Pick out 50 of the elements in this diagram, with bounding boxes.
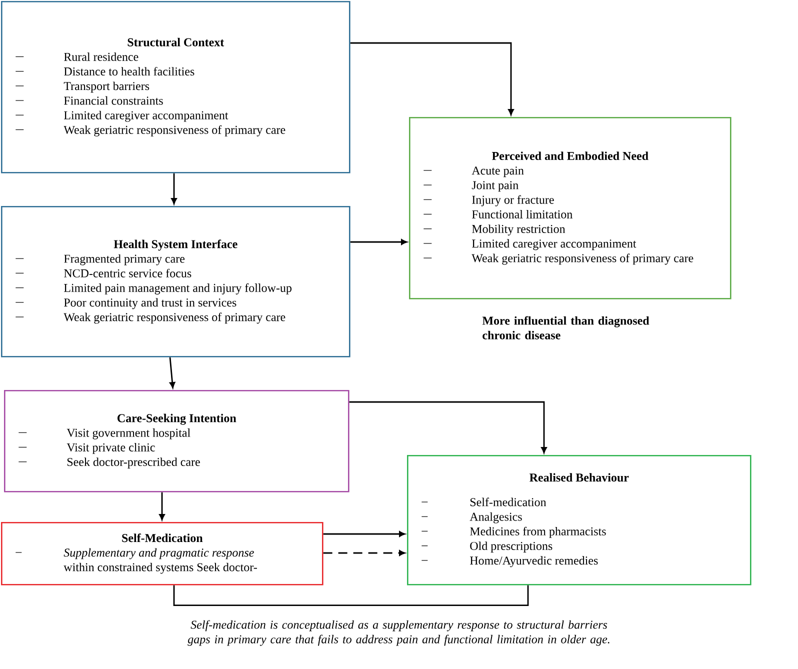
box-heading: Care-Seeking Intention	[118, 414, 236, 425]
arrow	[323, 531, 406, 537]
list-item: Visit government hospital	[66, 428, 190, 440]
list-item: Medicines from pharmacists	[470, 526, 606, 538]
list-item: Limited caregiver accompaniment	[64, 110, 228, 122]
list-item: Distance to health facilities	[64, 66, 194, 76]
arrow	[349, 401, 547, 454]
arrow	[171, 173, 177, 204]
list-item: Injury or fracture	[472, 195, 554, 206]
list-item: Rural residence	[64, 52, 138, 61]
concept-box	[4, 390, 350, 492]
figure-caption: Self-medication is conceptualised as a supplementary response to structural barriers gaps in primary care that fails to address pain and functional limitation in older age.	[188, 620, 610, 646]
box-heading: Health System Interface	[114, 240, 238, 251]
arrow	[169, 357, 176, 388]
box-heading: Realised Behaviour	[530, 473, 629, 482]
list-item: Joint pain	[472, 181, 518, 192]
list-item: Fragmented primary care	[64, 254, 185, 266]
connector-line	[173, 585, 529, 606]
list-item: Analgesics	[470, 512, 522, 524]
box-heading: Structural Context	[128, 38, 224, 46]
list-item: Poor continuity and trust in services	[64, 298, 236, 310]
arrow	[350, 239, 408, 245]
arrow	[159, 492, 165, 520]
list-item: Transport barriers	[64, 82, 150, 93]
list-item: Visit private clinic	[66, 443, 155, 454]
dashed-arrow	[323, 550, 406, 556]
list-item: Mobility restriction	[472, 224, 566, 236]
list-item: Functional limitation	[472, 210, 572, 218]
concept-box	[409, 117, 732, 300]
list-item: Supplementary and pragmatic response within constrained systems Seek doctor-	[64, 548, 257, 574]
box-heading: Perceived and Embodied Need	[492, 152, 648, 160]
list-item: Old prescriptions	[470, 542, 552, 552]
list-item: Limited pain management and injury follow-up	[64, 283, 292, 294]
list-item: Weak geriatric responsiveness of primary care	[472, 254, 694, 265]
box-heading: Self-Medication	[122, 534, 203, 542]
list-item: Weak geriatric responsiveness of primary care	[64, 312, 286, 324]
list-item: Seek doctor-prescribed care	[67, 458, 200, 468]
list-item: NCD-centric service focus	[64, 268, 192, 278]
concept-box	[1, 1, 350, 174]
list-item: Home/Ayurvedic remedies	[470, 556, 598, 568]
list-item: Financial constraints	[64, 96, 163, 105]
list-item: Limited caregiver accompaniment	[472, 239, 636, 250]
concept-box	[1, 522, 324, 586]
arrow	[350, 42, 514, 116]
list-item: Weak geriatric responsiveness of primary care	[64, 125, 286, 136]
list-item: Self-medication	[470, 498, 546, 506]
concept-box	[407, 455, 752, 586]
list-item: Acute pain	[472, 166, 524, 178]
annotation-text: More influential than diagnosed chronic disease	[482, 316, 650, 340]
concept-box	[1, 206, 350, 358]
